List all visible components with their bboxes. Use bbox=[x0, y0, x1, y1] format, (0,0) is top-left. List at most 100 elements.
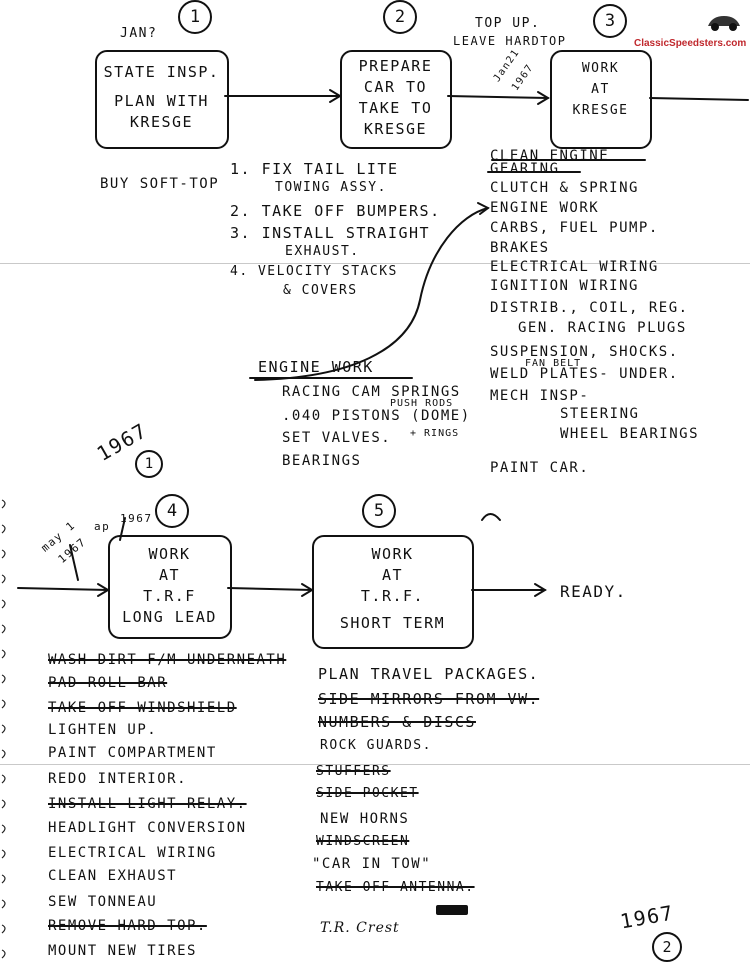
spiral-binding bbox=[1, 499, 6, 959]
step-2-line: PREPARE bbox=[358, 57, 433, 75]
ruling-line bbox=[0, 263, 750, 264]
step-4-line: T.R.F bbox=[143, 587, 196, 605]
scribble-mark bbox=[436, 905, 468, 915]
step5-item: PLAN TRAVEL PACKAGES. bbox=[318, 665, 540, 683]
step3-item: CLEAN ENGINE bbox=[490, 148, 610, 164]
ruling-line bbox=[0, 764, 750, 765]
step2-item: TOWING ASSY. bbox=[275, 180, 387, 195]
step4-item: LIGHTEN UP. bbox=[48, 722, 158, 738]
page-2-number: 2 bbox=[652, 932, 682, 962]
note-apr-year: 1967 bbox=[120, 512, 153, 525]
step5-item: SIDE POCKET bbox=[316, 786, 419, 801]
step-2-box-text: PREPARE CAR TO TAKE TO KRESGE bbox=[340, 56, 451, 140]
site-logo: ClassicSpeedsters.com bbox=[634, 8, 747, 49]
step4-item: REDO INTERIOR. bbox=[48, 771, 188, 787]
step3-item: DISTRIB., COIL, REG. bbox=[490, 300, 689, 316]
step2-item: 4. VELOCITY STACKS bbox=[230, 264, 398, 279]
step5-item: NEW HORNS bbox=[320, 811, 410, 827]
step5-item: SIDE MIRRORS FROM VW. bbox=[318, 690, 540, 708]
step4-item: HEADLIGHT CONVERSION bbox=[48, 820, 247, 836]
step4-item: INSTALL LIGHT RELAY. bbox=[48, 796, 247, 812]
step-4-line: WORK bbox=[148, 545, 191, 563]
step5-item: TAKE OFF ANTENNA. bbox=[316, 880, 475, 895]
step3-item: IGNITION WIRING bbox=[490, 278, 639, 294]
step-3-line: AT bbox=[591, 82, 610, 97]
car-logo-icon bbox=[708, 16, 740, 31]
note-leave-hardtop: LEAVE HARDTOP bbox=[453, 34, 567, 48]
engine-work-item: .040 PISTONS (DOME) bbox=[282, 408, 471, 424]
step4-item: REMOVE HARD TOP. bbox=[48, 918, 207, 934]
step3-item: GEARING bbox=[490, 161, 560, 177]
step2-item: & COVERS bbox=[283, 283, 358, 298]
step3-item: WELD PLATES- UNDER. bbox=[490, 366, 679, 382]
step-1-number: 1 bbox=[178, 0, 212, 34]
step4-item: PAD ROLL BAR bbox=[48, 675, 168, 691]
note-top-up: TOP UP. bbox=[475, 16, 541, 31]
step-3-line: WORK bbox=[581, 61, 620, 76]
step-1-line: STATE INSP. bbox=[103, 63, 220, 81]
step-3-box-text: WORK AT KRESGE bbox=[550, 58, 651, 121]
step4-item: TAKE OFF WINDSHIELD bbox=[48, 700, 237, 716]
step5-item: "CAR IN TOW" bbox=[312, 856, 432, 872]
engine-work-item: PUSH RODS bbox=[390, 398, 454, 409]
step-5-number: 5 bbox=[362, 494, 396, 528]
step5-item: T.R. Crest bbox=[320, 920, 400, 936]
step-5-line: WORK bbox=[371, 545, 414, 563]
step3-item: CARBS, FUEL PUMP. bbox=[490, 220, 659, 236]
step-5-line: SHORT TERM bbox=[339, 614, 446, 632]
step-4-line: LONG LEAD bbox=[122, 608, 217, 626]
step-2-line: CAR TO bbox=[363, 78, 428, 96]
step-3-number: 3 bbox=[593, 4, 627, 38]
logo-text: ClassicSpeedsters.com bbox=[634, 38, 747, 49]
step-5-box bbox=[312, 535, 474, 649]
step3-item: FAN BELT bbox=[525, 358, 582, 369]
step-4-number: 4 bbox=[155, 494, 189, 528]
step-2-number: 2 bbox=[383, 0, 417, 34]
note-jan: JAN? bbox=[120, 26, 158, 41]
ready-label: READY. bbox=[560, 582, 627, 601]
step3-item: PAINT CAR. bbox=[490, 460, 590, 476]
step3-item: ENGINE WORK bbox=[490, 200, 600, 216]
step3-item: BRAKES bbox=[490, 240, 550, 256]
step4-item: WASH DIRT-F/M UNDERNEATH bbox=[48, 652, 287, 668]
step2-item: 3. INSTALL STRAIGHT bbox=[230, 224, 431, 242]
step3-item: ELECTRICAL WIRING bbox=[490, 259, 659, 275]
note-apr: ap bbox=[94, 520, 111, 533]
step-2-line: TAKE TO bbox=[358, 99, 433, 117]
page-1-number: 1 bbox=[135, 450, 163, 478]
engine-work-item: SET VALVES. bbox=[282, 430, 392, 446]
step4-item: PAINT COMPARTMENT bbox=[48, 745, 217, 761]
step3-item: MECH INSP- bbox=[490, 388, 590, 404]
step4-item: CLEAN EXHAUST bbox=[48, 868, 178, 884]
step-4-box bbox=[108, 535, 232, 639]
step-3-box bbox=[550, 50, 652, 149]
step-3-line: KRESGE bbox=[572, 103, 629, 118]
step-2-box bbox=[340, 50, 452, 149]
step5-item: NUMBERS & DISCS bbox=[318, 713, 476, 731]
step-5-line: T.R.F. bbox=[360, 587, 425, 605]
step3-item: WHEEL BEARINGS bbox=[560, 426, 700, 442]
step3-item: STEERING bbox=[560, 406, 640, 422]
step5-item: ROCK GUARDS. bbox=[320, 738, 432, 753]
engine-work-title: ENGINE WORK bbox=[258, 358, 374, 376]
step4-item: ELECTRICAL WIRING bbox=[48, 845, 217, 861]
step-5-box-text: WORK AT T.R.F. SHORT TERM bbox=[312, 544, 473, 634]
step-2-line: KRESGE bbox=[363, 120, 428, 138]
step-1-line: KRESGE bbox=[129, 113, 194, 131]
step-5-line: AT bbox=[381, 566, 404, 584]
engine-work-item: RACING CAM SPRINGS bbox=[282, 384, 461, 400]
step5-item: STUFFERS bbox=[316, 764, 391, 779]
step-1-box-text: STATE INSP. PLAN WITH KRESGE bbox=[95, 62, 228, 133]
step3-item: SUSPENSION, SHOCKS. bbox=[490, 344, 679, 360]
step5-item: WINDSCREEN bbox=[316, 834, 410, 849]
step3-item: CLUTCH & SPRING bbox=[490, 180, 639, 196]
step2-item: EXHAUST. bbox=[285, 244, 360, 259]
step4-item: SEW TONNEAU bbox=[48, 894, 158, 910]
step4-item: MOUNT NEW TIRES bbox=[48, 943, 197, 959]
note-buy-soft-top: BUY SOFT-TOP bbox=[100, 176, 220, 192]
step-1-box bbox=[95, 50, 229, 149]
engine-work-item: BEARINGS bbox=[282, 453, 362, 469]
step2-item: 2. TAKE OFF BUMPERS. bbox=[230, 202, 441, 220]
engine-work-item: + RINGS bbox=[410, 428, 460, 439]
